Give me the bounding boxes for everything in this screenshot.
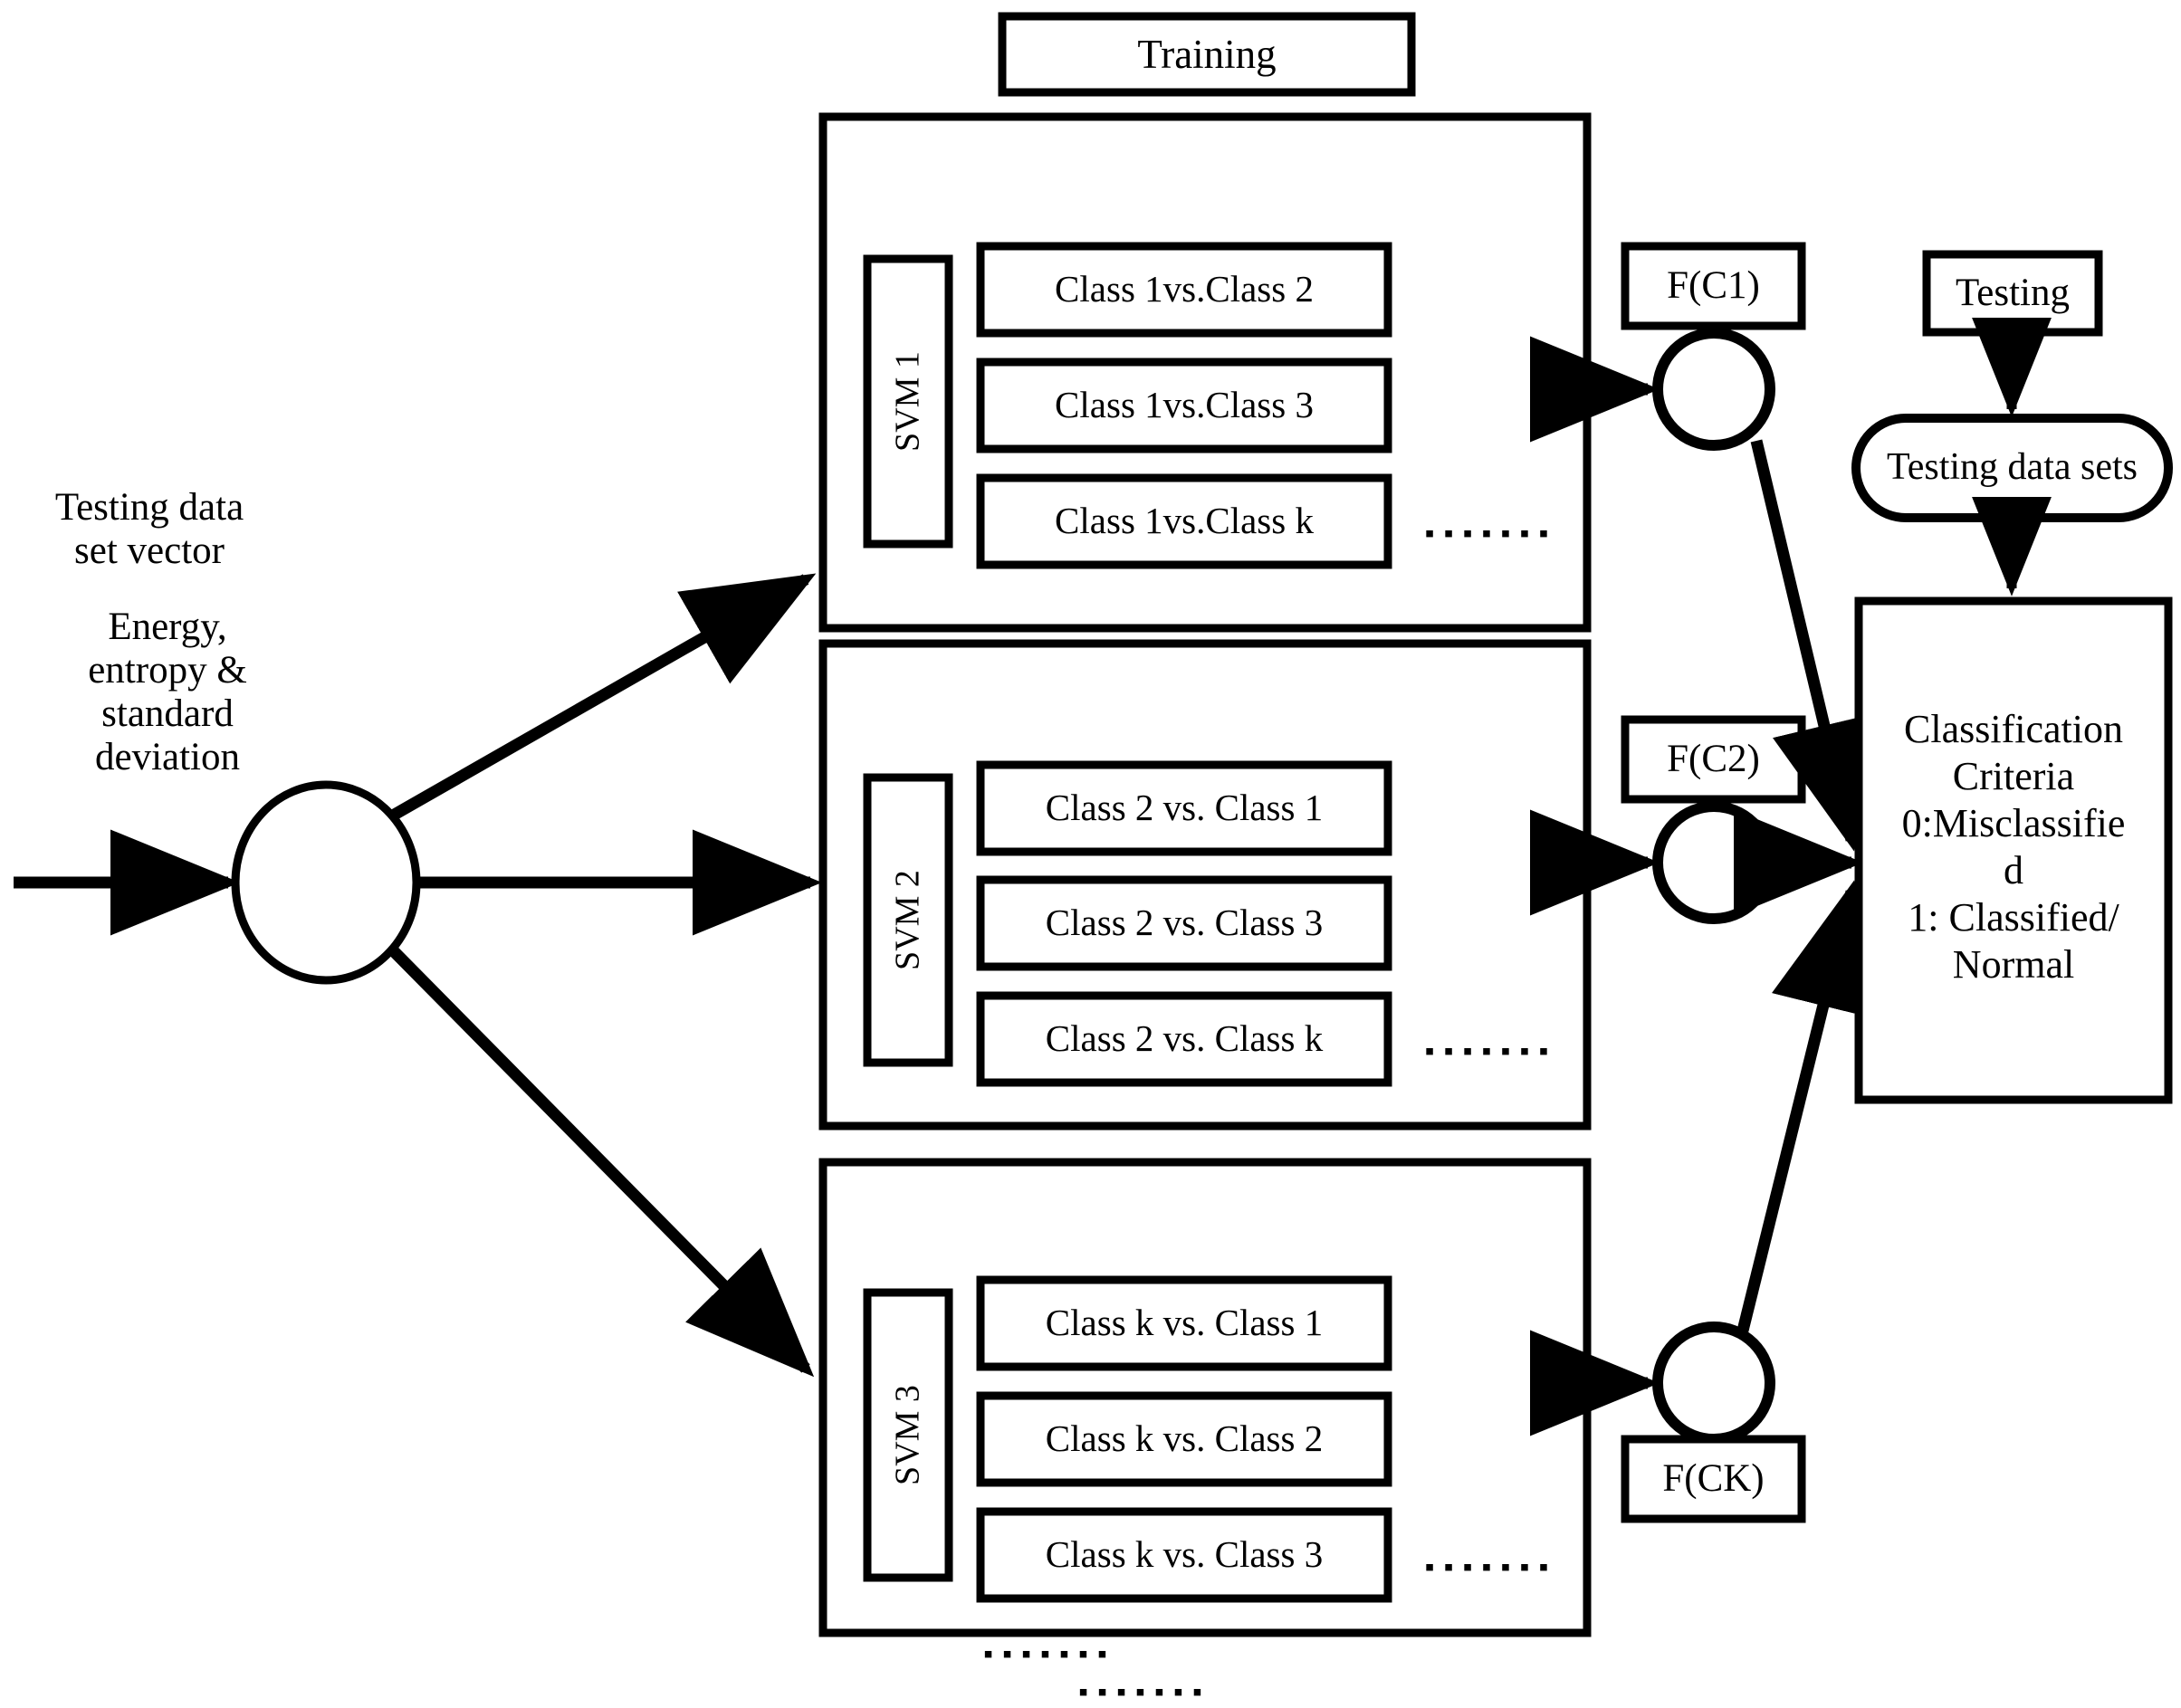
svm2-class-box-2	[976, 875, 1392, 971]
fck-to-classification-arrow	[1736, 880, 1875, 1332]
fc1-to-classification-arrow	[1750, 439, 1876, 852]
hub-to-svm3-arrow	[387, 944, 815, 1378]
training-header-box	[998, 12, 1416, 97]
svm3-class-box-3	[976, 1507, 1392, 1603]
fck-label-box	[1621, 1435, 1806, 1523]
svm2-class-box-3	[976, 991, 1392, 1087]
svm2-name-box	[863, 773, 953, 1067]
fc2-label-box	[1621, 715, 1806, 804]
hub-to-svm1-arrow	[387, 573, 817, 822]
fck-node-circle	[1652, 1322, 1775, 1445]
fc1-node-circle	[1652, 328, 1775, 451]
testing-dataset-node	[1851, 414, 2173, 522]
svm1-class-box-3	[976, 473, 1392, 569]
fc2-node-circle	[1652, 801, 1775, 924]
svm3-class-box-2	[976, 1391, 1392, 1487]
svm1-class-box-1	[976, 242, 1392, 338]
classification-criteria-box	[1854, 596, 2173, 1104]
svm3-name-box	[863, 1288, 953, 1582]
svm1-name-box	[863, 254, 953, 549]
svm2-class-box-1	[976, 760, 1392, 856]
fc1-label-box	[1621, 242, 1806, 330]
svm3-class-box-1	[976, 1275, 1392, 1371]
svm1-class-box-2	[976, 358, 1392, 453]
testing-header-box	[1922, 250, 2103, 337]
